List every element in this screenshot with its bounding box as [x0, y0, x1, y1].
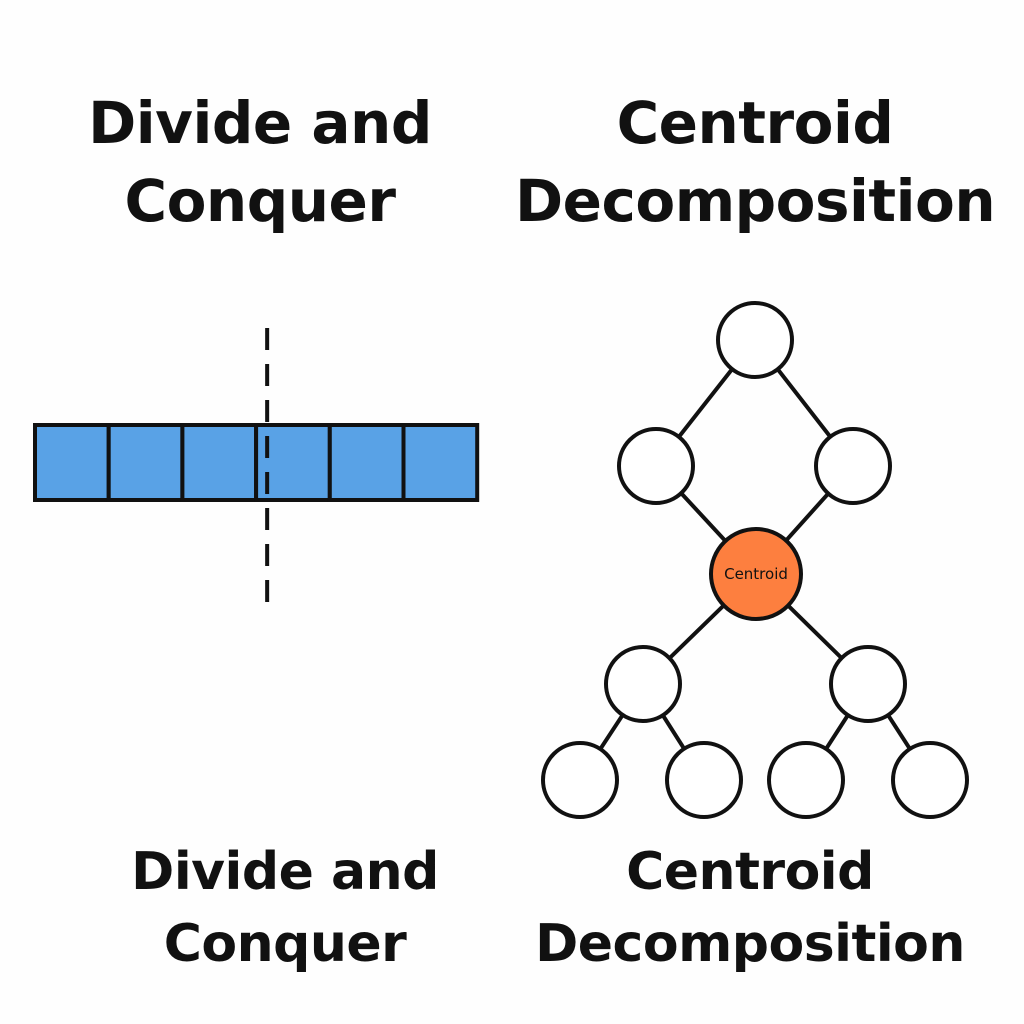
- tree-node-leaf-2: [665, 741, 743, 819]
- tree-node-leaf-1: [541, 741, 619, 819]
- array-cell: [401, 423, 480, 502]
- tree-node-leaf-4: [891, 741, 969, 819]
- title-line: Divide and: [131, 842, 439, 902]
- tree-node-lower-left: [604, 645, 682, 723]
- title-line: Decomposition: [535, 914, 965, 974]
- tree-node-root: [716, 301, 794, 379]
- title-line: Centroid: [626, 842, 874, 902]
- tree-nodes: Centroid: [541, 301, 969, 819]
- tree-node-upper-right: [814, 427, 892, 505]
- tree-node-lower-right: [829, 645, 907, 723]
- title-line: Conquer: [163, 914, 407, 974]
- centroid-label: Centroid: [724, 565, 788, 583]
- array-cell: [106, 423, 185, 502]
- array-cell: [33, 423, 111, 502]
- array-cell: [180, 423, 259, 502]
- centroid-decomposition-title-top: Centroid Decomposition: [515, 89, 996, 235]
- array-cell: [327, 423, 406, 502]
- divide-and-conquer-title-bottom: Divide and Conquer: [75, 846, 495, 970]
- centroid-decomposition-title-bottom: Centroid Decomposition: [520, 846, 980, 970]
- title-line: Decomposition: [515, 167, 996, 235]
- tree-node-leaf-3: [767, 741, 845, 819]
- centroid-node: [709, 527, 803, 621]
- tree-node-upper-left: [617, 427, 695, 505]
- divide-and-conquer-title-top: Divide and Conquer: [40, 94, 480, 230]
- title-line: Centroid: [616, 89, 894, 157]
- array: [33, 423, 480, 502]
- title-line: Divide and: [88, 89, 432, 157]
- title-line: Conquer: [124, 167, 396, 235]
